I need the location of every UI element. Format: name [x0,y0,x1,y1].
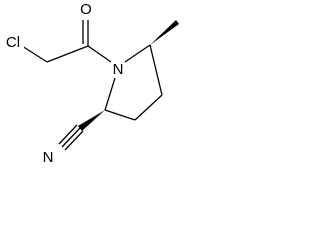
atom-label-oxygen: O [80,1,92,18]
atom-label-nitrogen-nitrile: N [43,149,54,166]
bond-c4-c3 [134,94,163,121]
bond-nitrile-3 [64,130,84,151]
bond-n-c5 [124,44,151,63]
bond-nitrile-1 [61,127,81,148]
atom-label-chlorine: Cl [6,34,20,51]
label-bg-cl [2,33,24,51]
label-bg-n-ring [111,60,125,78]
bond-cl-ch2 [21,45,48,63]
structure-canvas: Cl O N N [0,0,186,170]
wedge-bond-nitrile [78,110,105,131]
label-bg-o [79,0,93,18]
label-bg-n-nitrile [41,148,55,166]
bond-ch2-carbonyl [46,45,89,63]
atom-label-nitrogen-ring: N [113,61,124,78]
bond-nitrile-2 [58,124,78,145]
bond-carbonyl-n [87,45,112,63]
wedge-bond-methyl [150,20,179,45]
molecule-diagram: Cl O N N [2,0,179,166]
bond-c3-c2 [104,109,136,121]
bond-c5-c4 [149,44,163,96]
bond-c2-n [104,77,116,111]
